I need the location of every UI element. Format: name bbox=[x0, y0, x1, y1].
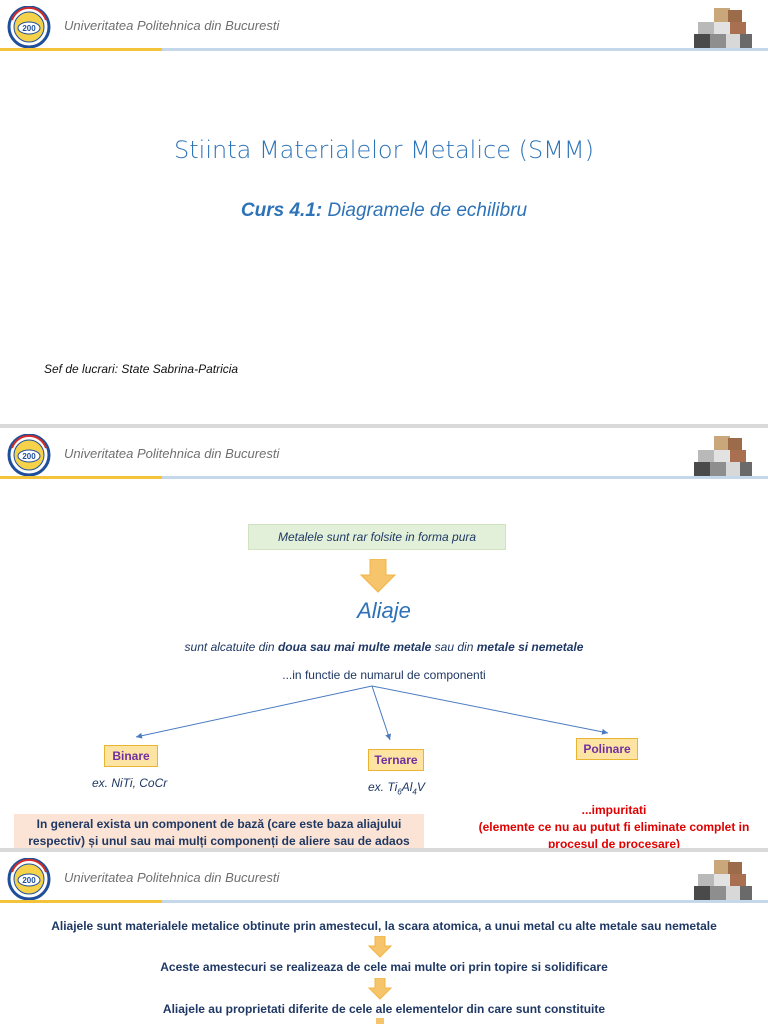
down-arrow-icon bbox=[360, 559, 396, 593]
down-arrow-icon bbox=[368, 978, 392, 1000]
university-logo-icon: 200 bbox=[7, 434, 51, 476]
university-logo-icon: 200 bbox=[7, 858, 51, 900]
header-accent-blue bbox=[162, 900, 768, 903]
slide-header: 200 Univeritatea Politehnica din Bucures… bbox=[0, 428, 768, 482]
university-logo-icon: 200 bbox=[7, 6, 51, 48]
slide-separator bbox=[0, 848, 768, 852]
intro-box: Metalele sunt rar folsite in forma pura bbox=[248, 524, 506, 550]
svg-text:200: 200 bbox=[22, 452, 36, 461]
branch-arrows bbox=[135, 685, 609, 741]
header-accent-blue bbox=[162, 476, 768, 479]
slide-separator bbox=[0, 424, 768, 428]
header-accent-blue bbox=[162, 48, 768, 51]
ternare-example-subscript: 4 bbox=[412, 787, 417, 797]
composition-part: sunt alcatuite din bbox=[184, 640, 278, 654]
ternare-example-part: Al bbox=[401, 780, 413, 794]
course-label: Curs 4.1: bbox=[240, 200, 323, 221]
ternare-box: Ternare bbox=[368, 749, 424, 771]
polinare-box: Polinare bbox=[576, 738, 638, 760]
classification-text: ...in functie de numarul de componenti bbox=[282, 668, 486, 682]
properties-line: Aliajele au proprietati diferite de cele… bbox=[162, 1002, 606, 1016]
impurities-description: (elemente ce nu au putut fi eliminate co… bbox=[478, 820, 750, 848]
slide-aliaje-definition: 200 Univeritatea Politehnica din Bucures… bbox=[0, 852, 768, 1024]
course-subject: Diagramele de echilibru bbox=[327, 200, 528, 221]
header-accent-yellow bbox=[0, 48, 162, 51]
course-title: Stiinta Materialelor Metalice (SMM) bbox=[174, 136, 594, 164]
university-name: Univeritatea Politehnica din Bucuresti bbox=[64, 446, 280, 461]
composition-bold: metale si nemetale bbox=[476, 640, 584, 654]
ternare-example-part: V bbox=[416, 780, 425, 794]
metal-cubes-icon bbox=[694, 436, 752, 476]
impurities-note: ...impuritati (elemente ce nu au putut f… bbox=[464, 802, 764, 848]
composition-part: sau din bbox=[431, 640, 477, 654]
university-name: Univeritatea Politehnica din Bucuresti bbox=[64, 18, 280, 33]
slide-aliaje: 200 Univeritatea Politehnica din Bucures… bbox=[0, 428, 768, 848]
down-arrow-icon bbox=[368, 936, 392, 958]
slide-header: 200 Univeritatea Politehnica din Bucures… bbox=[0, 852, 768, 906]
header-accent-yellow bbox=[0, 900, 162, 903]
aliaje-heading: Aliaje bbox=[357, 598, 411, 623]
composition-text: sunt alcatuite din doua sau mai multe me… bbox=[0, 640, 768, 654]
ternare-example-part: ex. Ti bbox=[368, 780, 398, 794]
base-component-note: In general exista un component de bază (… bbox=[14, 814, 424, 848]
metal-cubes-icon bbox=[694, 8, 752, 48]
header-accent-yellow bbox=[0, 476, 162, 479]
slide-header: 200 Univeritatea Politehnica din Bucures… bbox=[0, 0, 768, 54]
impurities-title: ...impuritati bbox=[581, 803, 647, 817]
svg-text:200: 200 bbox=[22, 24, 36, 33]
process-line: Aceste amestecuri se realizeaza de cele … bbox=[160, 960, 608, 974]
ternare-example: ex. Ti6Al4V bbox=[368, 780, 425, 796]
composition-bold: doua sau mai multe metale bbox=[277, 640, 432, 654]
author: Sef de lucrari: State Sabrina-Patricia bbox=[44, 362, 239, 376]
course-subtitle: Curs 4.1: Diagramele de echilibru bbox=[0, 200, 768, 222]
university-name: Univeritatea Politehnica din Bucuresti bbox=[64, 870, 280, 885]
definition-line: Aliajele sunt materialele metalice obtin… bbox=[51, 919, 717, 933]
slide-title: 200 Univeritatea Politehnica din Bucures… bbox=[0, 0, 768, 424]
binare-example: ex. NiTi, CoCr bbox=[92, 776, 168, 790]
metal-cubes-icon bbox=[694, 860, 752, 900]
binare-box: Binare bbox=[104, 745, 158, 767]
ternare-example-subscript: 6 bbox=[397, 787, 402, 797]
svg-text:200: 200 bbox=[22, 876, 36, 885]
down-arrow-icon bbox=[376, 1018, 384, 1024]
